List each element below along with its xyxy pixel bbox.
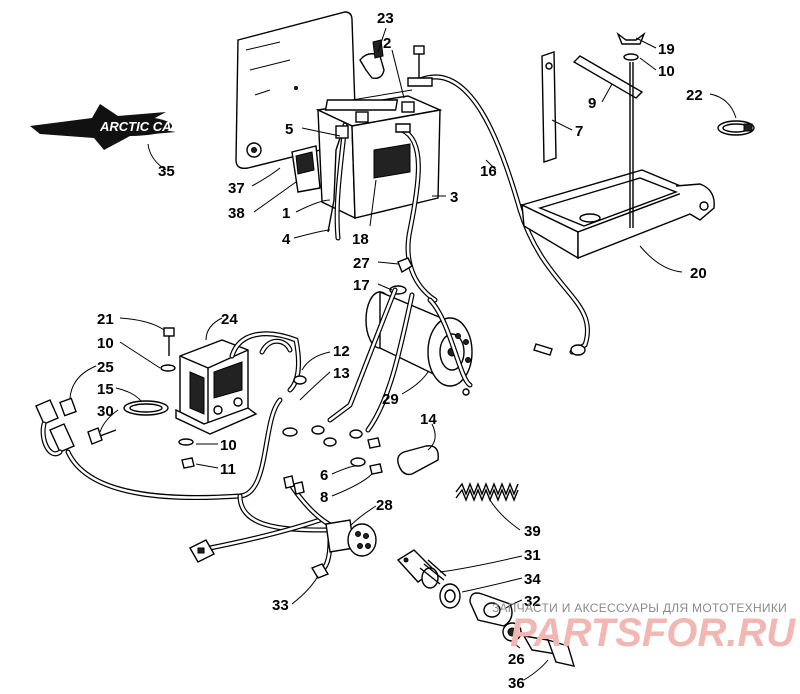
callout-2: 2 <box>383 35 391 52</box>
ignition-key <box>522 635 576 667</box>
hold-down-bracket <box>541 51 557 163</box>
spring <box>455 482 519 502</box>
callout-8: 8 <box>320 489 328 506</box>
battery-strap <box>327 125 349 233</box>
spade-connectors <box>283 475 305 495</box>
callout-35: 35 <box>158 163 175 180</box>
callout-16: 16 <box>480 163 497 180</box>
starter-solenoid <box>365 290 473 396</box>
battery-label <box>373 143 411 179</box>
callout-20: 20 <box>690 265 707 282</box>
callout-30: 30 <box>97 403 114 420</box>
callout-31: 31 <box>524 547 541 564</box>
key-switch-connector <box>325 519 377 557</box>
harness-plug <box>189 539 215 563</box>
watermark-logo: PARTSFOR.RU <box>510 611 796 655</box>
callout-4: 4 <box>282 231 291 248</box>
callout-15: 15 <box>97 381 114 398</box>
callout-1: 1 <box>282 205 290 222</box>
solenoid-nut <box>389 257 413 295</box>
callout-19: 19 <box>658 41 675 58</box>
callout-34: 34 <box>524 571 541 588</box>
switch-washer <box>439 583 461 609</box>
hold-down-rod <box>616 31 646 228</box>
callout-6: 6 <box>320 467 328 484</box>
hold-down-bar <box>572 55 644 99</box>
watermark: ЗАПЧАСТИ И АКСЕССУАРЫ ДЛЯ МОТОТЕХНИКИ PA… <box>492 601 796 655</box>
callout-21: 21 <box>97 311 114 328</box>
cable-tie <box>717 120 755 136</box>
callout-22: 22 <box>686 87 703 104</box>
callout-18: 18 <box>352 231 369 248</box>
callout-24: 24 <box>221 311 238 328</box>
solenoid-wires <box>327 287 473 433</box>
ignition-switch <box>396 549 447 589</box>
callout-38: 38 <box>228 205 245 222</box>
fuse <box>59 397 77 417</box>
callouts: 23 2 19 10 9 22 7 5 35 16 37 3 1 38 4 18… <box>97 10 707 692</box>
callout-25: 25 <box>97 359 114 376</box>
switch-nut <box>502 622 522 642</box>
callout-14: 14 <box>420 411 437 428</box>
wire-clip <box>310 563 330 579</box>
harness-tie <box>123 400 169 416</box>
battery-cables <box>334 74 590 356</box>
callout-10: 10 <box>658 63 675 80</box>
battery-bracket <box>291 145 321 193</box>
callout-33: 33 <box>272 597 289 614</box>
callout-23: 23 <box>377 10 394 27</box>
regulator-harness <box>229 331 307 393</box>
regulator-bolt <box>160 327 176 372</box>
callout-3: 3 <box>450 189 458 206</box>
callout-10b: 10 <box>97 335 114 352</box>
voltage-regulator <box>175 339 258 435</box>
callout-12: 12 <box>333 343 350 360</box>
brand-logo-text: ARCTIC CAT <box>99 119 180 134</box>
callout-10c: 10 <box>220 437 237 454</box>
ring-terminals <box>282 425 383 475</box>
battery-cover-panel <box>235 11 356 170</box>
callout-11: 11 <box>220 461 236 478</box>
callout-7: 7 <box>575 123 583 140</box>
callout-17: 17 <box>353 277 370 294</box>
callout-27: 27 <box>353 255 370 272</box>
fuse-holder <box>35 399 75 457</box>
watermark-text: ЗАПЧАСТИ И АКСЕССУАРЫ ДЛЯ МОТОТЕХНИКИ <box>492 601 787 615</box>
regulator-washer-nut <box>178 438 195 469</box>
callout-29: 29 <box>382 391 399 408</box>
brand-logo: ARCTIC CAT <box>30 104 180 150</box>
callout-5: 5 <box>285 121 293 138</box>
callout-26: 26 <box>508 651 525 668</box>
callout-9: 9 <box>588 95 596 112</box>
callout-37: 37 <box>228 180 245 197</box>
callout-36: 36 <box>508 675 525 692</box>
leader-lines <box>69 27 737 681</box>
callout-28: 28 <box>376 497 393 514</box>
terminal-cover <box>397 445 439 476</box>
callout-32: 32 <box>524 593 541 610</box>
callout-39: 39 <box>524 523 541 540</box>
battery-tray <box>520 169 715 260</box>
ground-screw <box>87 427 117 445</box>
callout-13: 13 <box>333 365 350 382</box>
